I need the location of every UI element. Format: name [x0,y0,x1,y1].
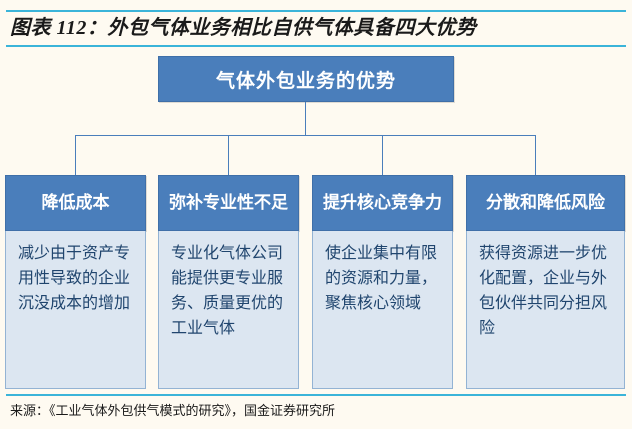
source-rule [6,394,626,396]
branch-header-4: 分散和降低风险 [466,175,625,231]
title-rule-top [6,10,626,12]
branch-body-3: 使企业集中有限的资源和力量，聚焦核心领域 [312,231,453,389]
branch-header-1: 降低成本 [5,175,146,231]
connector-horizontal-bus [75,135,535,136]
connector-branch-2 [228,135,229,175]
branch-body-4: 获得资源进一步优化配置，企业与外包伙伴共同分担风险 [466,231,625,389]
branch-card-3: 提升核心竞争力 使企业集中有限的资源和力量，聚焦核心领域 [312,175,453,389]
branch-header-3: 提升核心竞争力 [312,175,453,231]
root-node: 气体外包业务的优势 [158,56,454,102]
branch-body-2: 专业化气体公司能提供更专业服务、质量更优的工业气体 [158,231,299,389]
branch-header-2: 弥补专业性不足 [158,175,299,231]
source-note: 来源：《工业气体外包供气模式的研究》，国金证券研究所 [10,403,336,418]
connector-branch-3 [382,135,383,175]
title-rule-bottom [6,45,626,47]
branch-card-2: 弥补专业性不足 专业化气体公司能提供更专业服务、质量更优的工业气体 [158,175,299,389]
branch-card-4: 分散和降低风险 获得资源进一步优化配置，企业与外包伙伴共同分担风险 [466,175,625,389]
branch-card-1: 降低成本 减少由于资产专用性导致的企业沉没成本的增加 [5,175,146,389]
connector-branch-1 [75,135,76,175]
exhibit-title: 图表 112：外包气体业务相比自供气体具备四大优势 [10,17,477,39]
root-node-label: 气体外包业务的优势 [215,70,396,92]
connector-root-stem [305,102,306,135]
connector-branch-4 [535,135,536,175]
branch-body-1: 减少由于资产专用性导致的企业沉没成本的增加 [5,231,146,389]
